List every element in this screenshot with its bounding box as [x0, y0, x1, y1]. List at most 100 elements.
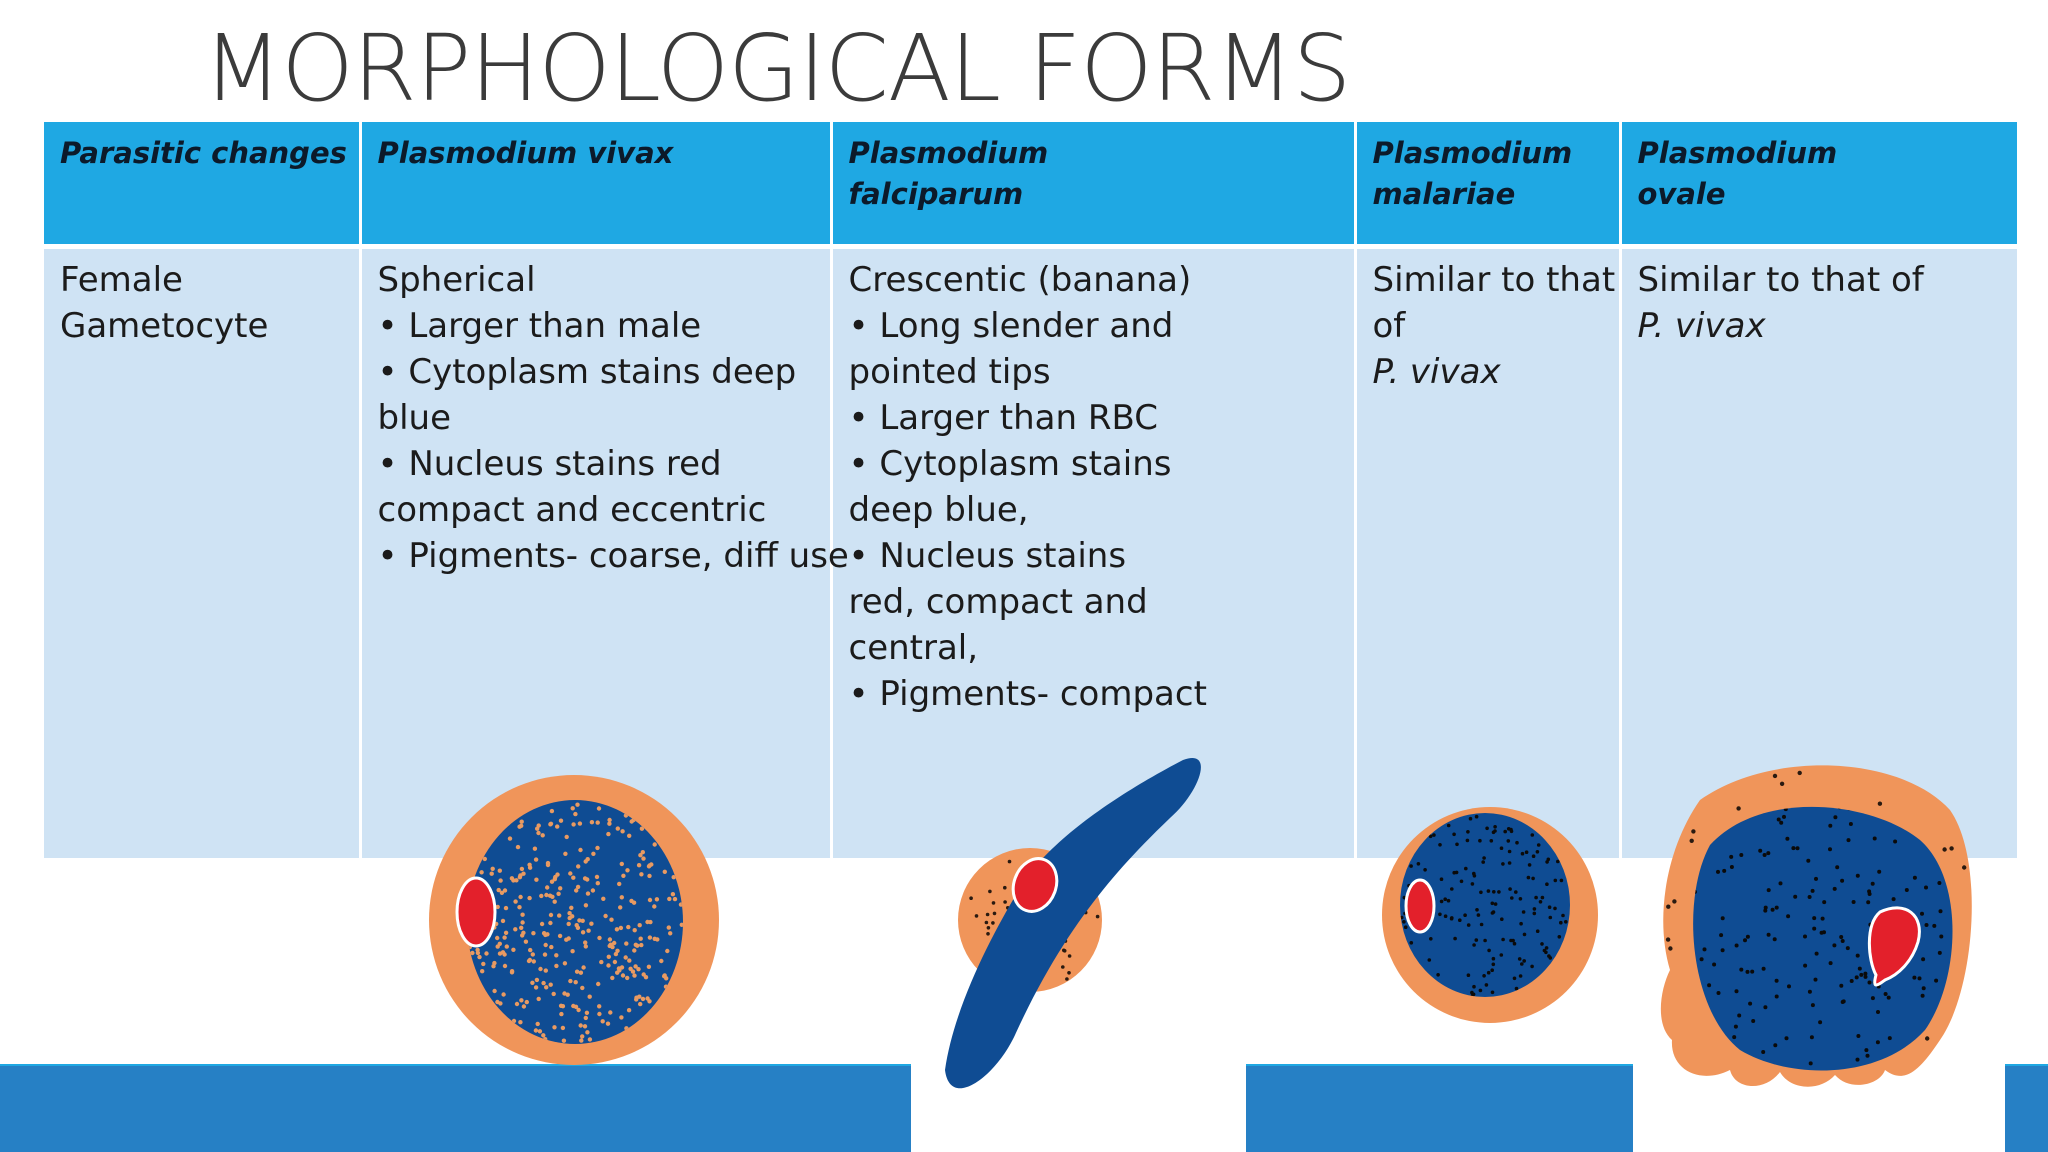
pigment-dot — [548, 912, 554, 918]
pigment-dot — [626, 924, 631, 930]
pigment-dot — [569, 905, 574, 910]
pigment-dot — [568, 871, 573, 876]
pigment-dot — [625, 868, 630, 873]
pigment-dot — [509, 876, 515, 881]
pigment-dot — [1857, 966, 1862, 971]
pigment-dot — [1863, 974, 1868, 979]
pigment-dot — [1774, 994, 1779, 999]
pigment-dot — [1876, 1010, 1880, 1014]
pigment-dot — [1540, 895, 1545, 900]
pigment-dot — [1932, 923, 1937, 928]
pigment-dot — [1535, 850, 1540, 854]
pigment-dot — [1520, 851, 1525, 856]
pigment-dot — [618, 925, 624, 931]
pigment-dot — [554, 953, 559, 958]
pigment-dot — [543, 932, 548, 938]
pigment-dot — [1482, 974, 1486, 978]
pigment-dot — [595, 845, 600, 851]
pigment-dot — [574, 888, 579, 893]
pigment-dot — [634, 995, 639, 1000]
pigment-dot — [1855, 1057, 1860, 1062]
pigment-dot — [1814, 951, 1819, 956]
pigment-dot — [576, 1007, 581, 1013]
pigment-dot — [641, 856, 646, 861]
pigment-dot — [1486, 889, 1491, 893]
pigment-dot — [1822, 900, 1827, 905]
pigment-dot — [1925, 1036, 1930, 1041]
pigment-dot — [1828, 847, 1832, 852]
pigment-dot — [533, 857, 539, 862]
pigment-dot — [1877, 801, 1883, 806]
pigment-dot — [671, 875, 676, 880]
pigment-dot — [636, 967, 641, 972]
pigment-dot — [531, 959, 536, 964]
pigment-dot — [502, 963, 508, 969]
pigment-dot — [608, 1010, 613, 1015]
pigment-dot — [1007, 859, 1012, 864]
pigment-dot — [623, 955, 628, 960]
pigment-dot — [1512, 976, 1517, 981]
pigment-dot — [1840, 878, 1845, 883]
pigment-dot — [1535, 929, 1540, 933]
pigment-dot — [1891, 897, 1896, 902]
pigment-dot — [571, 875, 576, 880]
pigment-dot — [1463, 913, 1467, 917]
pigment-dot — [626, 1008, 632, 1013]
pigment-dot — [607, 821, 612, 826]
pigment-dot — [612, 959, 618, 965]
pigment-dot — [1481, 860, 1485, 864]
header-row: Parasitic changes Plasmodium vivax Plasm… — [44, 122, 2017, 249]
pigment-dot — [1917, 976, 1922, 981]
pigment-dot — [558, 818, 564, 823]
pigment-dot — [659, 958, 664, 964]
pigment-dot — [1512, 941, 1517, 946]
pigment-dot — [519, 819, 524, 824]
pigment-dot — [530, 952, 535, 957]
cell-vivax: Spherical • Larger than male • Cytoplasm… — [360, 246, 849, 858]
pigment-dot — [1538, 900, 1543, 904]
pigment-dot — [1500, 917, 1504, 921]
pigment-dot — [1732, 1035, 1737, 1040]
pigment-dot — [585, 1030, 590, 1035]
pigment-dot — [1446, 898, 1451, 903]
pigment-dot — [1466, 923, 1471, 927]
pigment-dot — [548, 822, 553, 827]
pigment-dot — [539, 893, 544, 899]
pigment-dot — [1855, 953, 1860, 958]
pigment-dot — [504, 944, 509, 949]
vivax-pigment — [467, 802, 683, 1043]
pigment-dot — [1553, 878, 1558, 883]
pigment-dot — [984, 920, 989, 925]
pigment-dot — [513, 899, 518, 904]
pigment-dot — [1475, 908, 1479, 912]
pigment-dot — [638, 853, 643, 858]
pigment-dot — [1485, 826, 1489, 831]
falciparum-gametocyte-illustration — [945, 757, 1201, 1089]
pigment-dot — [647, 873, 652, 879]
pigment-dot — [1809, 1035, 1814, 1040]
pigment-dot — [1849, 979, 1854, 983]
pigment-dot — [988, 889, 992, 894]
pigment-dot — [617, 881, 622, 887]
pigment-dot — [1545, 882, 1549, 886]
pigment-dot — [573, 1004, 579, 1009]
pigment-dot — [540, 833, 545, 838]
pigment-dot — [1797, 770, 1802, 776]
pigment-dot — [1807, 895, 1812, 899]
pigment-dot — [1497, 890, 1501, 894]
pigment-dot — [1509, 938, 1513, 943]
pigment-dot — [594, 874, 600, 880]
pigment-dot — [1553, 906, 1557, 911]
pigment-dot — [667, 896, 672, 902]
header-plasmodium-vivax: Plasmodium vivax — [360, 122, 833, 249]
pigment-dot — [1820, 916, 1825, 921]
pigment-dot — [1786, 914, 1791, 919]
pigment-dot — [523, 939, 529, 944]
pigment-dot — [1776, 817, 1781, 822]
pigment-dot — [607, 817, 612, 823]
pigment-dot — [507, 836, 513, 841]
ovale-cytoplasm — [1693, 806, 1953, 1071]
pigment-dot — [619, 1015, 624, 1020]
pigment-dot — [578, 847, 583, 853]
slide-title: MORPHOLOGICAL FORMS — [203, 15, 1351, 122]
